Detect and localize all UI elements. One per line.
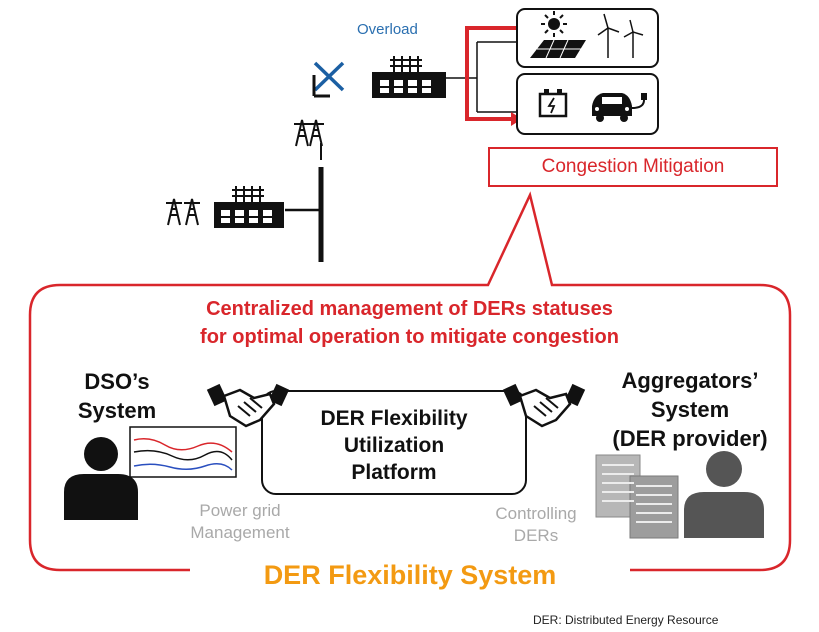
der-flexibility-system-label: DER Flexibility System <box>190 560 630 591</box>
power-grid-management-caption: Power grid Management <box>160 500 320 544</box>
der-footnote: DER: Distributed Energy Resource <box>533 613 719 627</box>
transmission-tower-icon <box>166 198 200 226</box>
overload-label: Overload <box>357 21 418 38</box>
storage-der-box <box>516 73 659 135</box>
congestion-mitigation-label: Congestion Mitigation <box>541 156 725 177</box>
pgm-line-2: Management <box>190 523 290 542</box>
overload-cross-icon <box>312 61 345 98</box>
platform-title: DER Flexibility Utilization Platform <box>262 405 526 486</box>
substation-icon <box>372 56 446 98</box>
handshake-icon <box>502 383 586 428</box>
congestion-mitigation-box: Congestion Mitigation <box>488 147 778 187</box>
person-icon <box>64 437 138 520</box>
monitor-graph-icon <box>129 426 237 478</box>
dso-system-title: DSO’s System <box>62 367 172 425</box>
platform-box <box>261 390 527 495</box>
electric-car-icon <box>592 93 647 122</box>
ctrl-line-2: DERs <box>513 526 559 545</box>
pgm-line-1: Power grid <box>199 501 281 520</box>
platform-line-1: DER Flexibility <box>320 407 468 430</box>
transmission-tower-icon <box>294 119 324 147</box>
ctrl-line-1: Controlling <box>495 504 577 523</box>
battery-icon <box>538 89 568 118</box>
headline-line-2: for optimal operation to mitigate conges… <box>200 326 619 348</box>
platform-line-2: Utilization <box>343 434 445 457</box>
system-bubble-outline <box>28 191 792 572</box>
aggregator-title-line-2: System <box>650 397 730 422</box>
headline-line-1: Centralized management of DERs statuses <box>206 298 613 320</box>
dso-title-line-2: System <box>77 398 157 423</box>
wind-turbine-icon <box>597 13 644 58</box>
solar-panel-icon <box>530 39 586 59</box>
grid-wiring <box>285 41 517 262</box>
handshake-icon <box>206 383 290 428</box>
aggregator-title-line-3: (DER provider) <box>612 426 768 451</box>
substation-icon <box>214 186 284 228</box>
sun-icon <box>541 11 567 37</box>
aggregator-system-title: Aggregators’ System (DER provider) <box>575 366 805 453</box>
aggregator-title-line-1: Aggregators’ <box>621 368 759 393</box>
platform-line-3: Platform <box>351 461 437 484</box>
dso-title-line-1: DSO’s <box>84 369 150 394</box>
controlling-ders-caption: Controlling DERs <box>466 503 606 547</box>
generation-der-box <box>516 8 659 68</box>
server-rack-icon <box>595 454 679 539</box>
mitigation-arrow <box>465 26 519 121</box>
person-icon <box>684 451 764 538</box>
